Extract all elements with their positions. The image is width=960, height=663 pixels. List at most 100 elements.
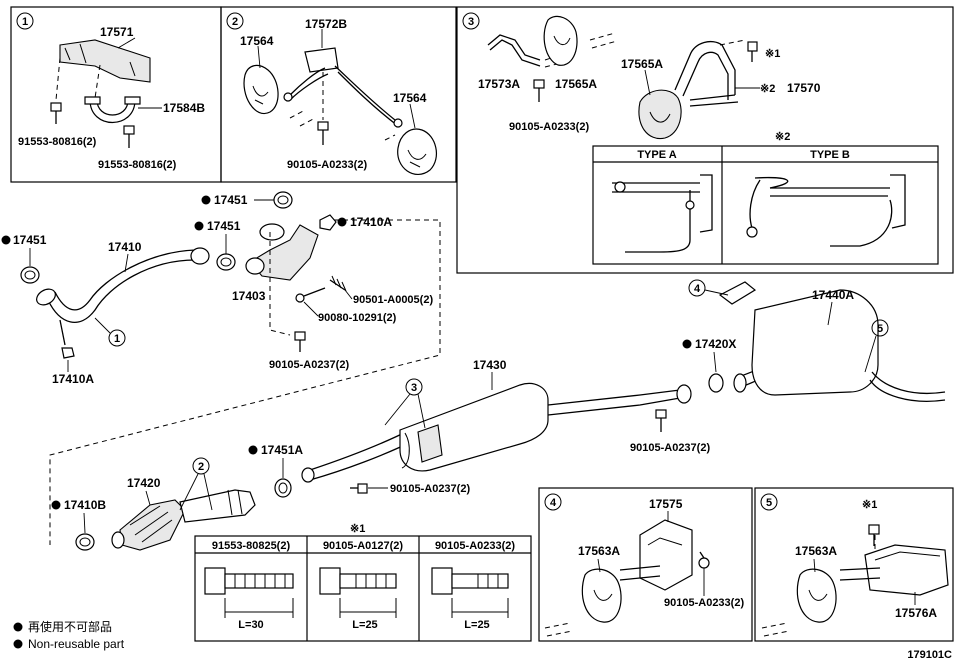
leader-17410 xyxy=(124,253,129,273)
label-90105-A0237-front: 90105-A0237(2) xyxy=(390,483,470,495)
label-17563A-p5: 17563A xyxy=(795,544,837,558)
hanger-17563A-p5[interactable] xyxy=(796,568,837,623)
label-17451-top: 17451 xyxy=(214,193,248,207)
nut-17410A-top[interactable] xyxy=(319,214,337,231)
hanger-rod-17573A[interactable] xyxy=(487,34,541,67)
callout-2-circle xyxy=(192,457,210,475)
tail-inlet-flange xyxy=(733,373,747,393)
hanger-17564-left[interactable] xyxy=(243,64,279,115)
front-pipe-stud xyxy=(59,319,66,346)
bracket-17570[interactable] xyxy=(674,41,736,100)
heat-insulator-ribs xyxy=(64,43,136,77)
panel-1: 1 17571 17584B 91553-80816(2) 91553-8081… xyxy=(10,6,222,183)
bracket-17576A[interactable] xyxy=(864,544,949,596)
label-17410B: 17410B xyxy=(64,498,106,512)
type-b-bracket[interactable] xyxy=(749,174,906,247)
bracket-17575-edge xyxy=(647,537,683,546)
hanger-17564-right[interactable] xyxy=(397,128,438,176)
label-17410A-top: 17410A xyxy=(350,215,392,229)
clamp-flanges xyxy=(84,96,141,105)
nut-17410A-bottom[interactable] xyxy=(61,347,75,359)
panel-2: 2 17572B 17564 17564 90105-A0233(2) xyxy=(220,6,457,183)
panel-2-index-circle xyxy=(226,12,244,30)
bolt-90105-A0237-upper[interactable] xyxy=(294,331,306,352)
label-17570: 17570 xyxy=(787,81,821,95)
center-pipe-front xyxy=(309,429,416,481)
leader-17420 xyxy=(145,490,151,506)
gasket-17451-left[interactable] xyxy=(20,266,40,284)
heat-insulator-17571[interactable] xyxy=(59,39,151,83)
rear-muffler-17440A[interactable] xyxy=(751,289,879,396)
label-17430: 17430 xyxy=(473,358,507,372)
bolt-91553-80816-left[interactable] xyxy=(50,102,62,124)
label-90105-A0233-p4: 90105-A0233(2) xyxy=(664,597,744,609)
legend: 再使用不可部品 Non-reusable part xyxy=(13,619,125,651)
bolt-90105-A0233-p4[interactable] xyxy=(698,551,710,569)
bracket-17575-pin xyxy=(619,565,661,581)
center-pipe-flange xyxy=(301,467,315,483)
front-pipe-flange xyxy=(36,288,56,306)
bracket-17575[interactable] xyxy=(639,519,693,591)
bolt-p5-asterisk1[interactable] xyxy=(868,524,880,546)
bolt-90105-A0233 xyxy=(431,567,509,618)
bolt-col-1-part: 91553-80825(2) xyxy=(212,540,291,552)
legend-en: Non-reusable part xyxy=(28,637,125,651)
front-pipe-flange-2 xyxy=(190,247,210,265)
gasket-17451-mid[interactable] xyxy=(216,253,236,271)
bolt-col-2-part: 90105-A0127(2) xyxy=(323,540,403,552)
bolt-90080-10291[interactable] xyxy=(295,287,326,303)
pipe-17403[interactable] xyxy=(249,224,319,281)
bolt-91553-80816-right[interactable] xyxy=(123,125,135,148)
label-17563A-p4: 17563A xyxy=(578,544,620,558)
label-90105-A0237-rear: 90105-A0237(2) xyxy=(630,442,710,454)
type-a-ring xyxy=(614,181,626,193)
label-17410: 17410 xyxy=(108,240,142,254)
leader-17571 xyxy=(117,37,136,49)
bolt-table-title: ※1 xyxy=(350,523,365,535)
panel-2-frame xyxy=(220,6,457,183)
bolt-90105-A0237-rear[interactable] xyxy=(655,409,667,432)
type-a-bracket[interactable] xyxy=(612,174,713,253)
converter-17420[interactable] xyxy=(119,499,186,551)
front-pipe-17410[interactable] xyxy=(47,259,196,323)
label-asterisk1-p3: ※1 xyxy=(765,48,780,60)
converter-inlet-flange xyxy=(111,531,125,549)
gasket-17410B[interactable] xyxy=(75,533,95,551)
bracket-17576A-edge xyxy=(874,551,941,561)
hanger-17563A-p4[interactable] xyxy=(581,568,622,623)
gasket-17451-top-hole xyxy=(277,195,289,205)
insulator-17565A-large[interactable] xyxy=(638,89,682,140)
label-17565A-small: 17565A xyxy=(555,77,597,91)
bolt-p3-asterisk1[interactable] xyxy=(747,41,758,62)
leader-17563A-p5 xyxy=(813,558,816,573)
bolt-col-1-length: L=30 xyxy=(238,619,263,631)
bolt-table: ※1 91553-80825(2) 90105-A0127(2) 90105-A… xyxy=(194,523,532,642)
label-17451A: 17451A xyxy=(261,443,303,457)
callout-2-leader xyxy=(179,473,213,511)
panel-5-index: 5 xyxy=(766,497,772,509)
leader-17564-right xyxy=(409,103,416,129)
gasket-17451A[interactable] xyxy=(274,478,292,498)
label-90105-A0233-p2: 90105-A0233(2) xyxy=(287,159,367,171)
bolt-90105-A0233-p2[interactable] xyxy=(317,121,329,145)
callout-3: 3 xyxy=(411,382,417,394)
bolt-col-3-part: 90105-A0233(2) xyxy=(435,540,515,552)
gasket-17420X[interactable] xyxy=(708,373,724,393)
panel-5-index-circle xyxy=(760,493,778,511)
label-17451-mid: 17451 xyxy=(207,219,241,233)
bolt-90105-A0237-front[interactable] xyxy=(350,483,368,494)
gasket-17451-top[interactable] xyxy=(273,191,293,209)
bolt-90105-A0233-p3[interactable] xyxy=(533,79,545,102)
panel-5-frame xyxy=(754,487,954,642)
panel-4-index: 4 xyxy=(550,497,557,509)
leader-17420X xyxy=(713,351,717,373)
converter-ribs xyxy=(129,505,173,543)
label-90080-10291: 90080-10291(2) xyxy=(318,312,397,324)
insulator-17565A-small[interactable] xyxy=(543,15,578,66)
center-pipe-rear-flange xyxy=(676,384,692,404)
label-17410A-bottom: 17410A xyxy=(52,372,94,386)
bracket-17572B[interactable] xyxy=(304,47,339,73)
label-91553-80816-left: 91553-80816(2) xyxy=(18,136,97,148)
stud-90501-A0005[interactable] xyxy=(329,275,347,292)
diagram-id: 179101C xyxy=(907,649,952,661)
